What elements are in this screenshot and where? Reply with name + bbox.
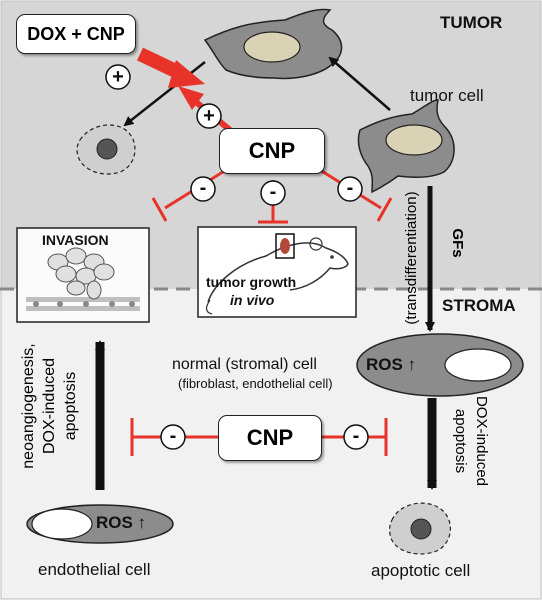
- dox-induced-line2: apoptosis: [452, 408, 469, 474]
- dox-induced-line1: DOX-induced: [473, 395, 490, 487]
- cnp-box-tumor: CNP: [219, 128, 325, 174]
- cnp-box-stroma: CNP: [218, 415, 322, 461]
- ros-label-upper: ROS ↑: [366, 355, 417, 374]
- arrow-cnp-head: [178, 86, 204, 110]
- apoptotic-cell-upper: [76, 124, 136, 175]
- tumor-cell-right: [357, 99, 455, 194]
- endothelial-cell-label: endothelial cell: [38, 560, 151, 579]
- dox-cnp-box: DOX + CNP: [16, 14, 136, 54]
- neoangiogenesis-label: neoangiogenesis, DOX-induced apoptosis: [18, 336, 84, 476]
- neo-line2: DOX-induced: [41, 357, 58, 455]
- sign-circles: [105, 64, 369, 450]
- minus-sign-middle: -: [269, 181, 277, 203]
- plus-sign-cnp: +: [203, 105, 215, 127]
- tumor-cell-label: tumor cell: [410, 86, 484, 105]
- gfs-label: GFs: [446, 213, 468, 273]
- tumor-cell-top: [203, 8, 343, 80]
- apoptotic-cell-lower: [389, 502, 451, 555]
- transdifferentiation-text: (transdifferentiation): [403, 191, 420, 325]
- mouse-caption-line2: in vivo: [230, 292, 275, 308]
- endothelial-cell: [26, 504, 174, 544]
- stroma-region-label: STROMA: [442, 296, 516, 315]
- ros-label-lower: ROS ↑: [96, 513, 147, 532]
- normal-cell-label-line2: (fibroblast, endothelial cell): [178, 376, 333, 391]
- invasion-title: INVASION: [42, 232, 109, 248]
- ros-cell-upper: [356, 333, 524, 397]
- arrow-dox-cnp-head: [168, 60, 205, 88]
- gfs-text: GFs: [449, 228, 466, 258]
- neo-line3: apoptosis: [62, 371, 79, 441]
- plus-sign-dox: +: [112, 66, 124, 88]
- tumor-region-label: TUMOR: [440, 13, 503, 32]
- apoptotic-cell-label: apoptotic cell: [371, 561, 471, 580]
- neo-line1: neoangiogenesis,: [20, 343, 37, 469]
- transdifferentiation-label: (transdifferentiation): [401, 178, 423, 338]
- minus-sign-right: -: [346, 177, 354, 199]
- tumor-cell-right-nucleus: [385, 124, 443, 156]
- mouse-picture: [197, 226, 357, 318]
- minus-sign-left: -: [199, 177, 207, 199]
- mouse-caption-line1: tumor growth: [206, 274, 297, 290]
- dox-induced-label: DOX-induced apoptosis: [448, 391, 492, 491]
- arrow-right-cell-to-top-cell: [328, 56, 391, 111]
- minus-sign-stroma-right: -: [352, 425, 360, 447]
- black-arrows: [95, 56, 437, 490]
- tumor-cell-top-nucleus: [243, 31, 301, 63]
- arrow-top-cell-to-apoptotic: [123, 61, 206, 127]
- invasion-picture: [16, 227, 150, 323]
- normal-cell-label-line1: normal (stromal) cell: [172, 356, 317, 373]
- minus-sign-stroma-left: -: [169, 425, 177, 447]
